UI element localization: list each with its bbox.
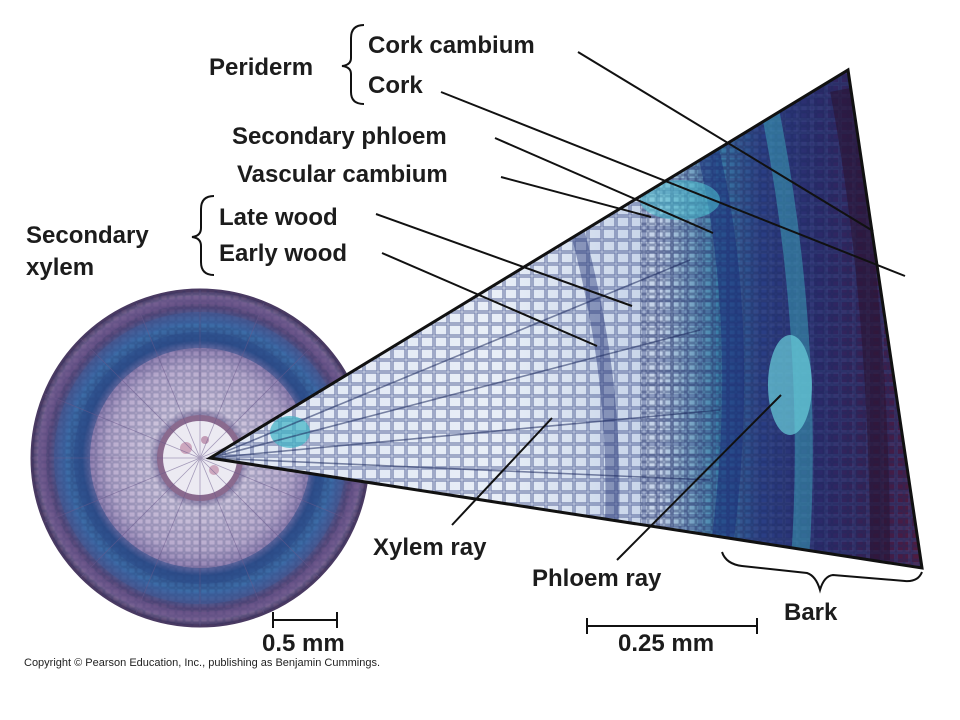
scale-label-left: 0.5 mm — [262, 630, 345, 657]
label-bark: Bark — [784, 599, 838, 626]
copyright-notice: Copyright © Pearson Education, Inc., pub… — [24, 657, 380, 669]
secondary-phloem-leader — [494, 137, 714, 234]
early-wood-leader — [381, 252, 598, 347]
leader-lines — [375, 51, 906, 561]
scale-bar-right — [586, 618, 758, 634]
label-late-wood: Late wood — [219, 204, 338, 231]
brackets — [191, 24, 923, 594]
scale-bars — [272, 612, 758, 634]
label-secondary-xylem-line1: Secondary — [26, 222, 149, 249]
scale-label-right: 0.25 mm — [618, 630, 714, 657]
label-phloem-ray: Phloem ray — [532, 565, 662, 592]
label-early-wood: Early wood — [219, 240, 347, 267]
label-xylem-ray: Xylem ray — [373, 534, 487, 561]
secondary-xylem-bracket — [191, 195, 215, 276]
vascular-cambium-leader — [500, 176, 652, 218]
late-wood-leader — [375, 213, 633, 307]
bark-bracket — [721, 551, 923, 594]
scale-bar-left — [272, 612, 338, 628]
xylem-ray-leader — [451, 417, 553, 526]
label-periderm: Periderm — [209, 54, 313, 81]
cork-cambium-leader — [577, 51, 874, 232]
label-vascular-cambium: Vascular cambium — [237, 161, 448, 188]
label-secondary-xylem-line2: xylem — [26, 254, 94, 281]
label-secondary-phloem: Secondary phloem — [232, 123, 447, 150]
label-cork: Cork — [368, 72, 423, 99]
cork-leader — [440, 91, 906, 277]
periderm-bracket — [341, 24, 365, 105]
label-cork-cambium: Cork cambium — [368, 32, 535, 59]
phloem-ray-leader — [616, 394, 782, 561]
